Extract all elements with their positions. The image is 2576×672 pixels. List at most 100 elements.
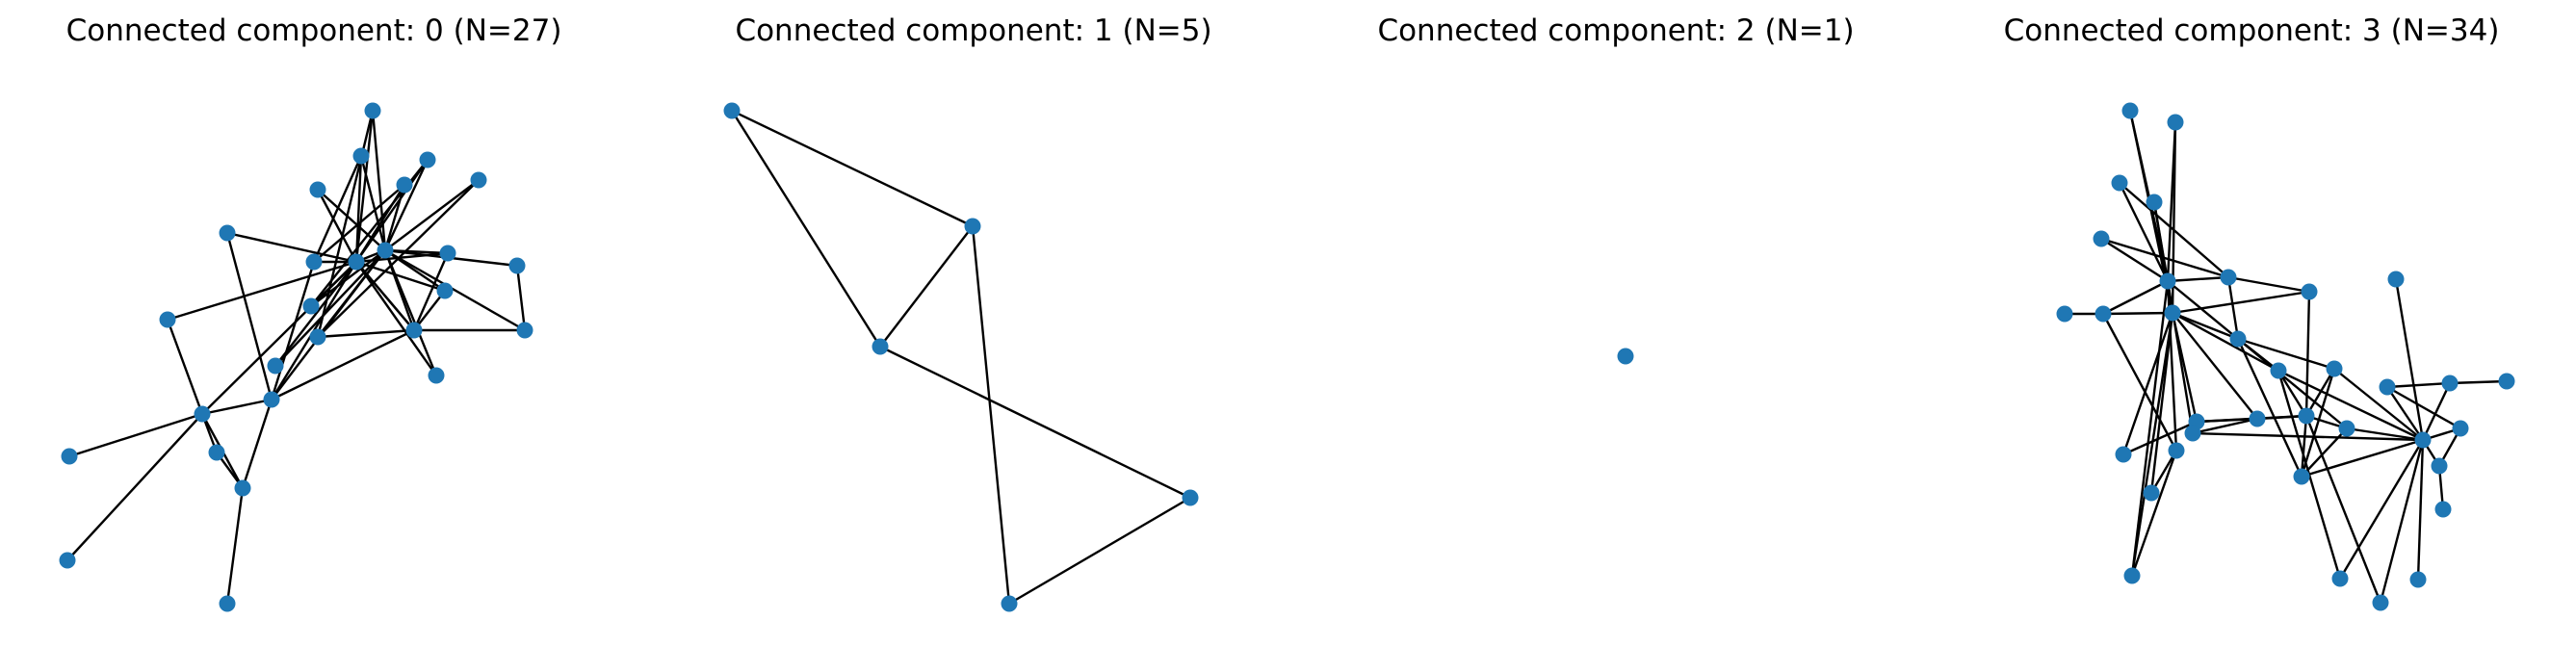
graph-node [2452, 420, 2469, 437]
graph-node [234, 479, 251, 497]
graph-node [348, 253, 365, 271]
graph-edge [317, 328, 415, 339]
graph-edge [2421, 382, 2452, 441]
graph-edge [2118, 182, 2170, 282]
graph-edge [384, 248, 526, 332]
graph-node [377, 242, 394, 259]
graph-edge [2236, 338, 2303, 478]
graph-edge [971, 225, 1011, 605]
graph-edge [2237, 337, 2335, 371]
graph-edge [383, 184, 406, 251]
graph-edge [359, 155, 387, 251]
graph-node [2115, 446, 2132, 463]
panel-title: Connected component: 3 (N=34) [2003, 13, 2500, 48]
graph-edge [2277, 369, 2424, 442]
graph-edge [2122, 420, 2198, 456]
graph-node [2409, 571, 2427, 588]
graph-edge [2386, 386, 2424, 441]
panel-title: Connected component: 1 (N=5) [735, 13, 1212, 48]
graph-edge [730, 110, 882, 348]
graph-node [305, 253, 323, 271]
graph-node [2301, 283, 2318, 300]
component-panel-2: Connected component: 2 (N=1) [1287, 0, 1930, 672]
graph-edge [68, 412, 203, 458]
graph-node [219, 224, 236, 242]
graph-node [1001, 595, 1018, 612]
graph-node [59, 552, 76, 569]
graph-node [516, 322, 533, 339]
graph-node [2441, 375, 2459, 392]
graph-node [2372, 594, 2389, 611]
graph-edge [2300, 415, 2308, 478]
graph-edge [2338, 439, 2425, 580]
graph-node [396, 176, 413, 194]
graph-edge [271, 328, 415, 401]
graph-edge [2304, 415, 2382, 604]
graph-edge [384, 179, 480, 251]
graph-node [352, 147, 370, 165]
graph-edge [316, 189, 358, 263]
graph-0 [59, 102, 533, 612]
graph-node [405, 322, 423, 339]
graph-edge [271, 249, 386, 401]
graph-edge [2167, 275, 2229, 283]
graph-edge [2227, 275, 2310, 294]
graph-edge [879, 225, 974, 348]
graph-node [964, 218, 981, 235]
graph-node [2431, 457, 2448, 475]
panel-title: Connected component: 2 (N=1) [1377, 13, 1855, 48]
panel-title: Connected component: 0 (N=27) [65, 13, 562, 48]
graph-edge [354, 155, 363, 263]
graph-edge [2101, 313, 2178, 452]
graph-node [439, 245, 456, 262]
graph-node [302, 297, 320, 315]
graph-node [508, 257, 526, 274]
graph-node [2338, 420, 2355, 437]
graph-edge [2416, 439, 2425, 581]
graph-edge [225, 232, 273, 401]
graph-edge [2304, 368, 2336, 417]
graph-node [194, 405, 211, 423]
graph-edge [371, 110, 387, 251]
graph-edge [2172, 290, 2310, 315]
graph-node [309, 328, 326, 346]
graph-edge [354, 110, 375, 263]
graph-node [309, 181, 326, 198]
graph-node [2056, 305, 2073, 323]
graph-edge [2100, 237, 2169, 283]
graph-edge [167, 260, 357, 322]
graph-edge [2333, 368, 2424, 441]
graph-edge [312, 155, 363, 263]
graph-edge [412, 252, 450, 331]
graph-edge [2102, 311, 2173, 316]
graph-edge [2102, 279, 2169, 316]
graph-node [2146, 194, 2163, 211]
graph-node [428, 367, 445, 384]
graph-node [2229, 330, 2247, 348]
graph-2 [1617, 348, 1634, 365]
graph-edge [2172, 311, 2279, 373]
graph-node [2293, 468, 2310, 485]
graph-edge [274, 249, 386, 367]
graph-edge [241, 399, 273, 489]
component-panel-0: Connected component: 0 (N=27) [0, 0, 643, 672]
graph-node [2143, 484, 2160, 502]
graph-node [419, 151, 436, 168]
graph-edge [1008, 496, 1191, 606]
graph-edge [2130, 280, 2170, 577]
graph-node [2434, 501, 2452, 518]
graph-edge [355, 261, 415, 331]
graph-node [1617, 348, 1634, 365]
graph-edge [2300, 368, 2336, 478]
graph-edge [2277, 370, 2308, 417]
graph-edge [2130, 312, 2174, 577]
graph-edge [2172, 312, 2258, 420]
graph-node [2095, 305, 2112, 323]
graph-node [723, 102, 741, 119]
graph-edge [2386, 385, 2461, 430]
graph-edge [274, 261, 357, 367]
graph-edge [2149, 450, 2178, 494]
graph-node [2331, 570, 2349, 587]
graph-edge [383, 249, 438, 376]
